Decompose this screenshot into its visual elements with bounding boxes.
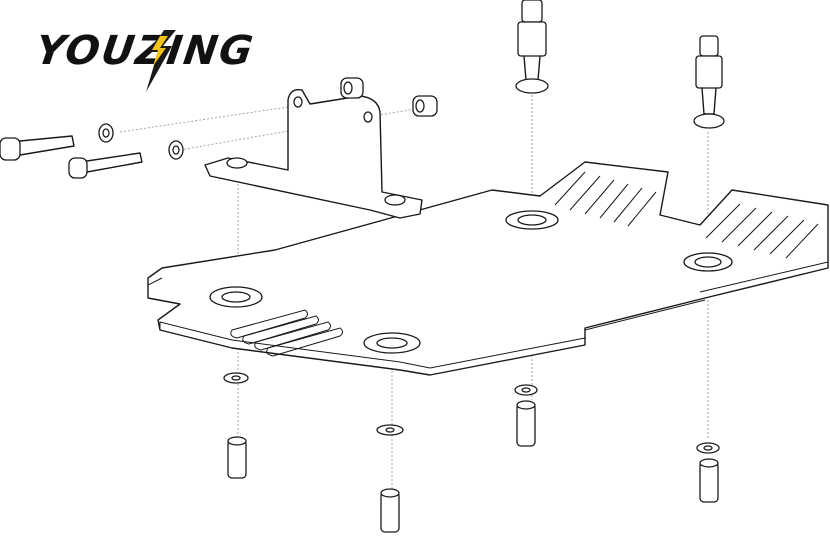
mounting-holes <box>209 210 733 354</box>
bolt-long <box>0 135 75 161</box>
mounting-bracket <box>204 89 423 219</box>
stud-top-left <box>515 0 549 94</box>
vent-slots-front <box>230 309 343 357</box>
washers <box>98 123 184 160</box>
bottom-fasteners <box>223 372 720 533</box>
lightning-bolt-icon <box>146 30 176 92</box>
vent-slots-rear-right <box>705 203 819 259</box>
bolt-short <box>68 152 143 179</box>
spacers <box>340 77 438 117</box>
skid-plate <box>147 161 829 376</box>
vent-slots-rear-left <box>554 171 657 227</box>
stud-top-right <box>693 35 725 129</box>
